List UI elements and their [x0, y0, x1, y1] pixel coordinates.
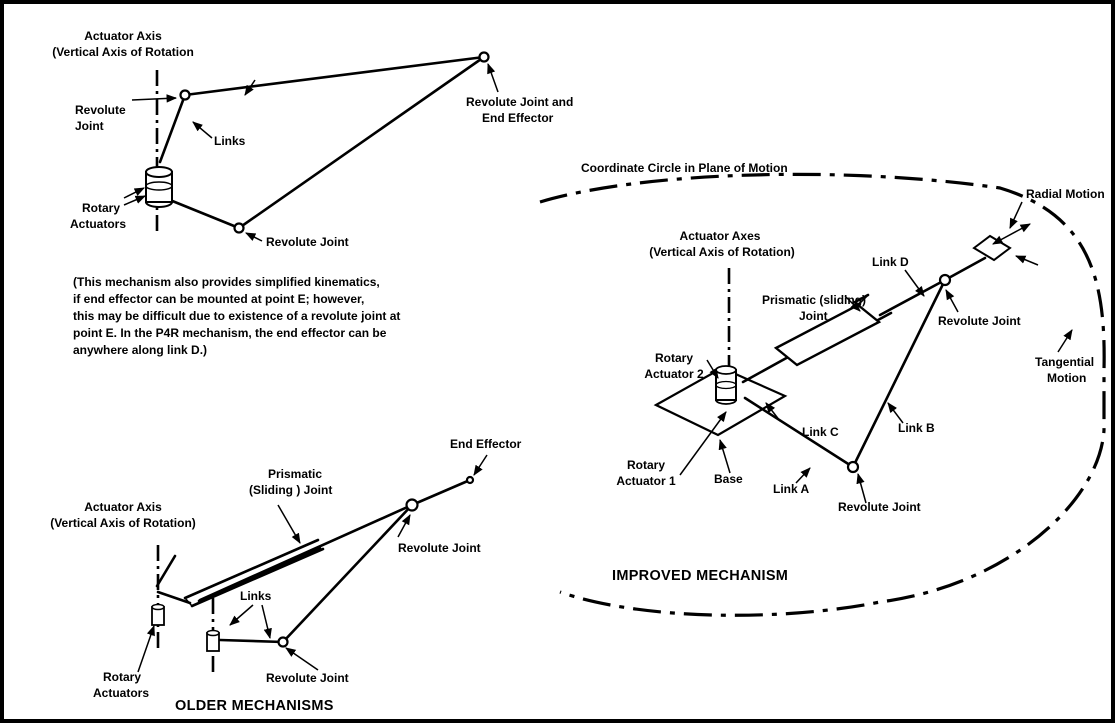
end-effector-plate [972, 234, 1012, 262]
note-line2: if end effector can be mounted at point … [73, 292, 364, 306]
tl-links-label: Links [214, 134, 246, 148]
bl-link-long [198, 503, 414, 602]
tl-rj-end-effector-l1: Revolute Joint and [466, 95, 573, 109]
prismatic-l1: Prismatic (sliding) [762, 293, 866, 307]
rotary-actuator1-l2: Actuator 1 [616, 474, 676, 488]
tl-rj-end-effector-l2: End Effector [482, 111, 554, 125]
tangential-l1: Tangential [1035, 355, 1094, 369]
link-b-label: Link B [898, 421, 935, 435]
bl-link-riser [155, 554, 177, 588]
right-mechanism: Coordinate Circle in Plane of Motion Rad… [539, 161, 1106, 617]
bl-actuator-axis-l1: Actuator Axis [84, 500, 162, 514]
link-d-label: Link D [872, 255, 909, 269]
bl-links-label: Links [240, 589, 272, 603]
tl-rotary-actuators-l1: Rotary [82, 201, 120, 215]
revolute-joint-top-marker [938, 273, 952, 287]
revolute-joint-top-label: Revolute Joint [938, 314, 1021, 328]
bl-rotary-actuators-l2: Actuators [93, 686, 149, 700]
coordinate-circle-label: Coordinate Circle in Plane of Motion [581, 161, 788, 175]
link-a [743, 396, 855, 469]
revolute-joint-marker [179, 89, 191, 101]
note-line1: (This mechanism also provides simplified… [73, 275, 380, 289]
tl-revolute-joint-bottom: Revolute Joint [266, 235, 349, 249]
note-line5: anywhere along link D.) [73, 343, 207, 357]
tl-revolute-joint-l1: Revolute [75, 103, 126, 117]
top-left-mechanism: Actuator Axis (Vertical Axis of Rotation… [52, 29, 573, 249]
link-long-top [183, 55, 486, 97]
bl-rotary-actuator-1 [151, 603, 165, 626]
bl-actuator-axis-l2: (Vertical Axis of Rotation) [50, 516, 196, 530]
bl-revolute-joint-bottom: Revolute Joint [266, 671, 349, 685]
bottom-left-mechanism: End Effector Prismatic (Sliding ) Joint … [50, 437, 521, 714]
rotary-actuator2-l2: Actuator 2 [644, 367, 704, 381]
bl-revolute-joint-right-marker [405, 498, 419, 512]
revolute-joint-bottom-marker-r [846, 460, 860, 474]
prismatic-slider [741, 293, 893, 384]
radial-motion-label: Radial Motion [1026, 187, 1105, 201]
bl-end-effector-label: End Effector [450, 437, 522, 451]
bl-link-axis [156, 590, 192, 605]
rotary-actuator-cylinder-right [715, 365, 737, 405]
revolute-joint-bottom-label-r: Revolute Joint [838, 500, 921, 514]
link-d-extension [943, 256, 987, 282]
rotary-actuator-cylinder [145, 166, 173, 208]
tl-rotary-actuators-l2: Actuators [70, 217, 126, 231]
tl-actuator-axis-l2: (Vertical Axis of Rotation [52, 45, 194, 59]
tl-revolute-joint-l2: Joint [75, 119, 104, 133]
older-mechanisms-caption: OLDER MECHANISMS [175, 698, 334, 714]
bl-link-diagonal [281, 503, 414, 644]
link-d [878, 278, 947, 317]
mechanism-note: (This mechanism also provides simplified… [73, 275, 400, 357]
note-line4: point E. In the P4R mechanism, the end e… [73, 326, 387, 340]
note-line3: this may be difficult due to existence o… [73, 309, 400, 323]
bl-link-end [410, 478, 472, 507]
bl-link-lower [218, 638, 285, 644]
actuator-axes-l2: (Vertical Axis of Rotation) [649, 245, 795, 259]
base-plate [653, 366, 788, 437]
revolute-joint-bottom-marker [233, 222, 245, 234]
link-b [851, 278, 947, 469]
link-a-label: Link A [773, 482, 810, 496]
bl-revolute-joint-bottom-marker [277, 636, 289, 648]
link-c-label: Link C [802, 425, 839, 439]
bl-end-effector-marker [465, 475, 475, 485]
actuator-axes-l1: Actuator Axes [680, 229, 761, 243]
improved-mechanism-caption: IMPROVED MECHANISM [612, 568, 788, 584]
bl-revolute-joint-right: Revolute Joint [398, 541, 481, 555]
tl-actuator-axis-l1: Actuator Axis [84, 29, 162, 43]
rotary-actuator2-l1: Rotary [655, 351, 693, 365]
end-effector-joint-marker [478, 51, 490, 63]
prismatic-l2: Joint [799, 309, 828, 323]
link-short [158, 93, 187, 164]
bl-rotary-actuators-l1: Rotary [103, 670, 141, 684]
link-diagonal [237, 55, 486, 230]
bl-prismatic-l2: (Sliding ) Joint [249, 483, 332, 497]
coordinate-circle [539, 172, 1106, 617]
base-label: Base [714, 472, 743, 486]
link-bottom [158, 194, 241, 230]
rotary-actuator1-l1: Rotary [627, 458, 665, 472]
bl-prismatic-l1: Prismatic [268, 467, 322, 481]
tangential-l2: Motion [1047, 371, 1086, 385]
bl-rotary-actuator-2 [206, 629, 220, 652]
